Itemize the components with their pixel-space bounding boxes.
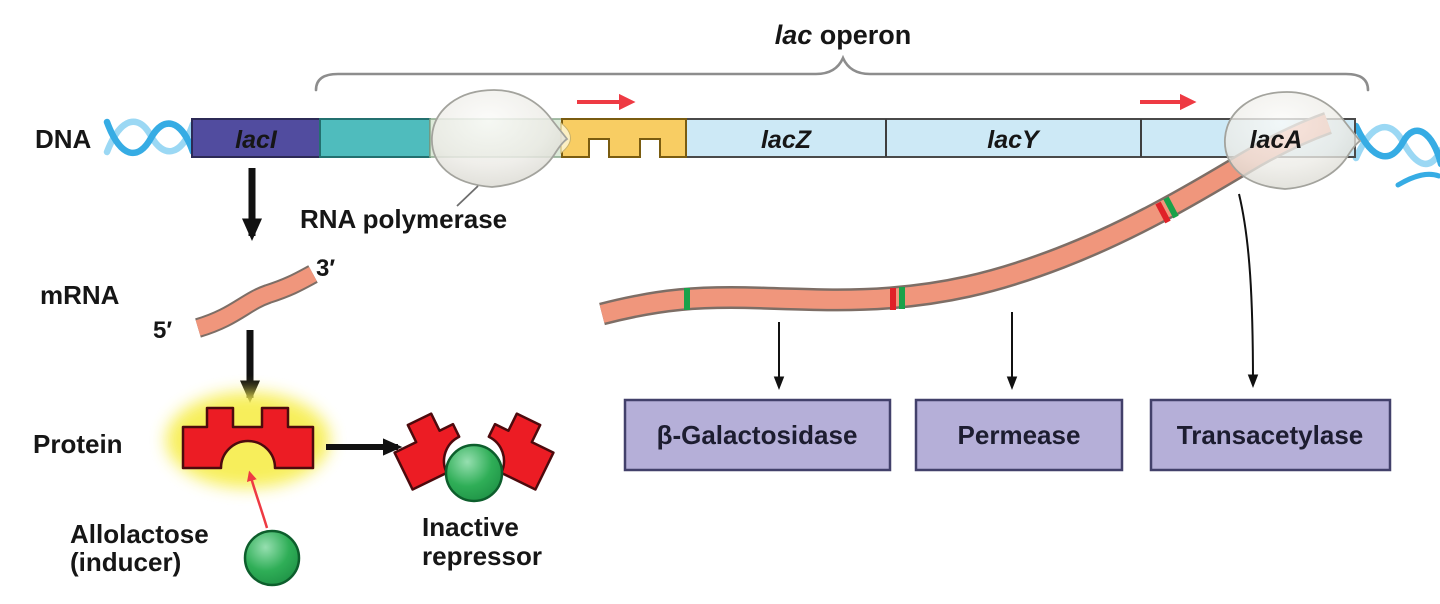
- product-box-transacetylase: Transacetylase: [1149, 398, 1392, 472]
- three-prime-label: 3′: [316, 255, 335, 282]
- allolactose-label-line2: (inducer): [70, 547, 181, 577]
- lacz-label: lacZ: [761, 126, 813, 154]
- allolactose-ball: [243, 529, 301, 587]
- five-prime-label: 5′: [153, 317, 172, 344]
- product-box-galactosidase: β-Galactosidase: [623, 398, 892, 472]
- laci-gene-segment: [191, 118, 321, 158]
- product-label-transacetylase: Transacetylase: [1177, 420, 1363, 450]
- inactive-repressor-label-line2: repressor: [422, 541, 542, 571]
- rna-polymerase-left-shape: [431, 89, 569, 188]
- dna-helix-right-icon: [1352, 122, 1440, 188]
- lacy-label: lacY: [987, 126, 1041, 154]
- diagram-title: lac operon: [775, 20, 912, 50]
- mrna-green-band-3: [1163, 196, 1179, 219]
- active-repressor-shape: [181, 406, 315, 470]
- protein-label: Protein: [33, 429, 123, 459]
- lac-operon-brace: [314, 54, 1370, 92]
- product-label-galactosidase: β-Galactosidase: [657, 420, 858, 450]
- laca-label: lacA: [1250, 126, 1303, 154]
- product-label-permease: Permease: [958, 420, 1081, 450]
- dna-label: DNA: [35, 124, 92, 154]
- polymerase-leader-line: [456, 185, 479, 207]
- bound-inducer-ball: [444, 443, 504, 503]
- dna-helix-left-icon: [103, 118, 197, 157]
- product-arrow-transacetylase: [1238, 193, 1259, 388]
- inactive-repressor-shape: [393, 412, 555, 503]
- title-rest-part: operon: [812, 20, 911, 50]
- inactive-repressor-label-line1: Inactive: [422, 512, 519, 542]
- promoter-segment: [319, 118, 431, 158]
- laci-label: lacI: [235, 126, 278, 154]
- mrna-left-label: mRNA: [40, 280, 120, 310]
- allolactose-label-line1: Allolactose: [70, 519, 209, 549]
- product-box-permease: Permease: [914, 398, 1124, 472]
- operator-segment: [561, 118, 687, 158]
- laci-mrna-ribbon: [194, 265, 318, 338]
- mrna-red-band-2: [1155, 201, 1171, 224]
- inducer-binding-arrow: [246, 470, 269, 529]
- rna-polymerase-right-shape: [1224, 91, 1362, 190]
- title-italic-part: lac: [775, 20, 813, 50]
- rna-polymerase-label: RNA polymerase: [300, 204, 507, 234]
